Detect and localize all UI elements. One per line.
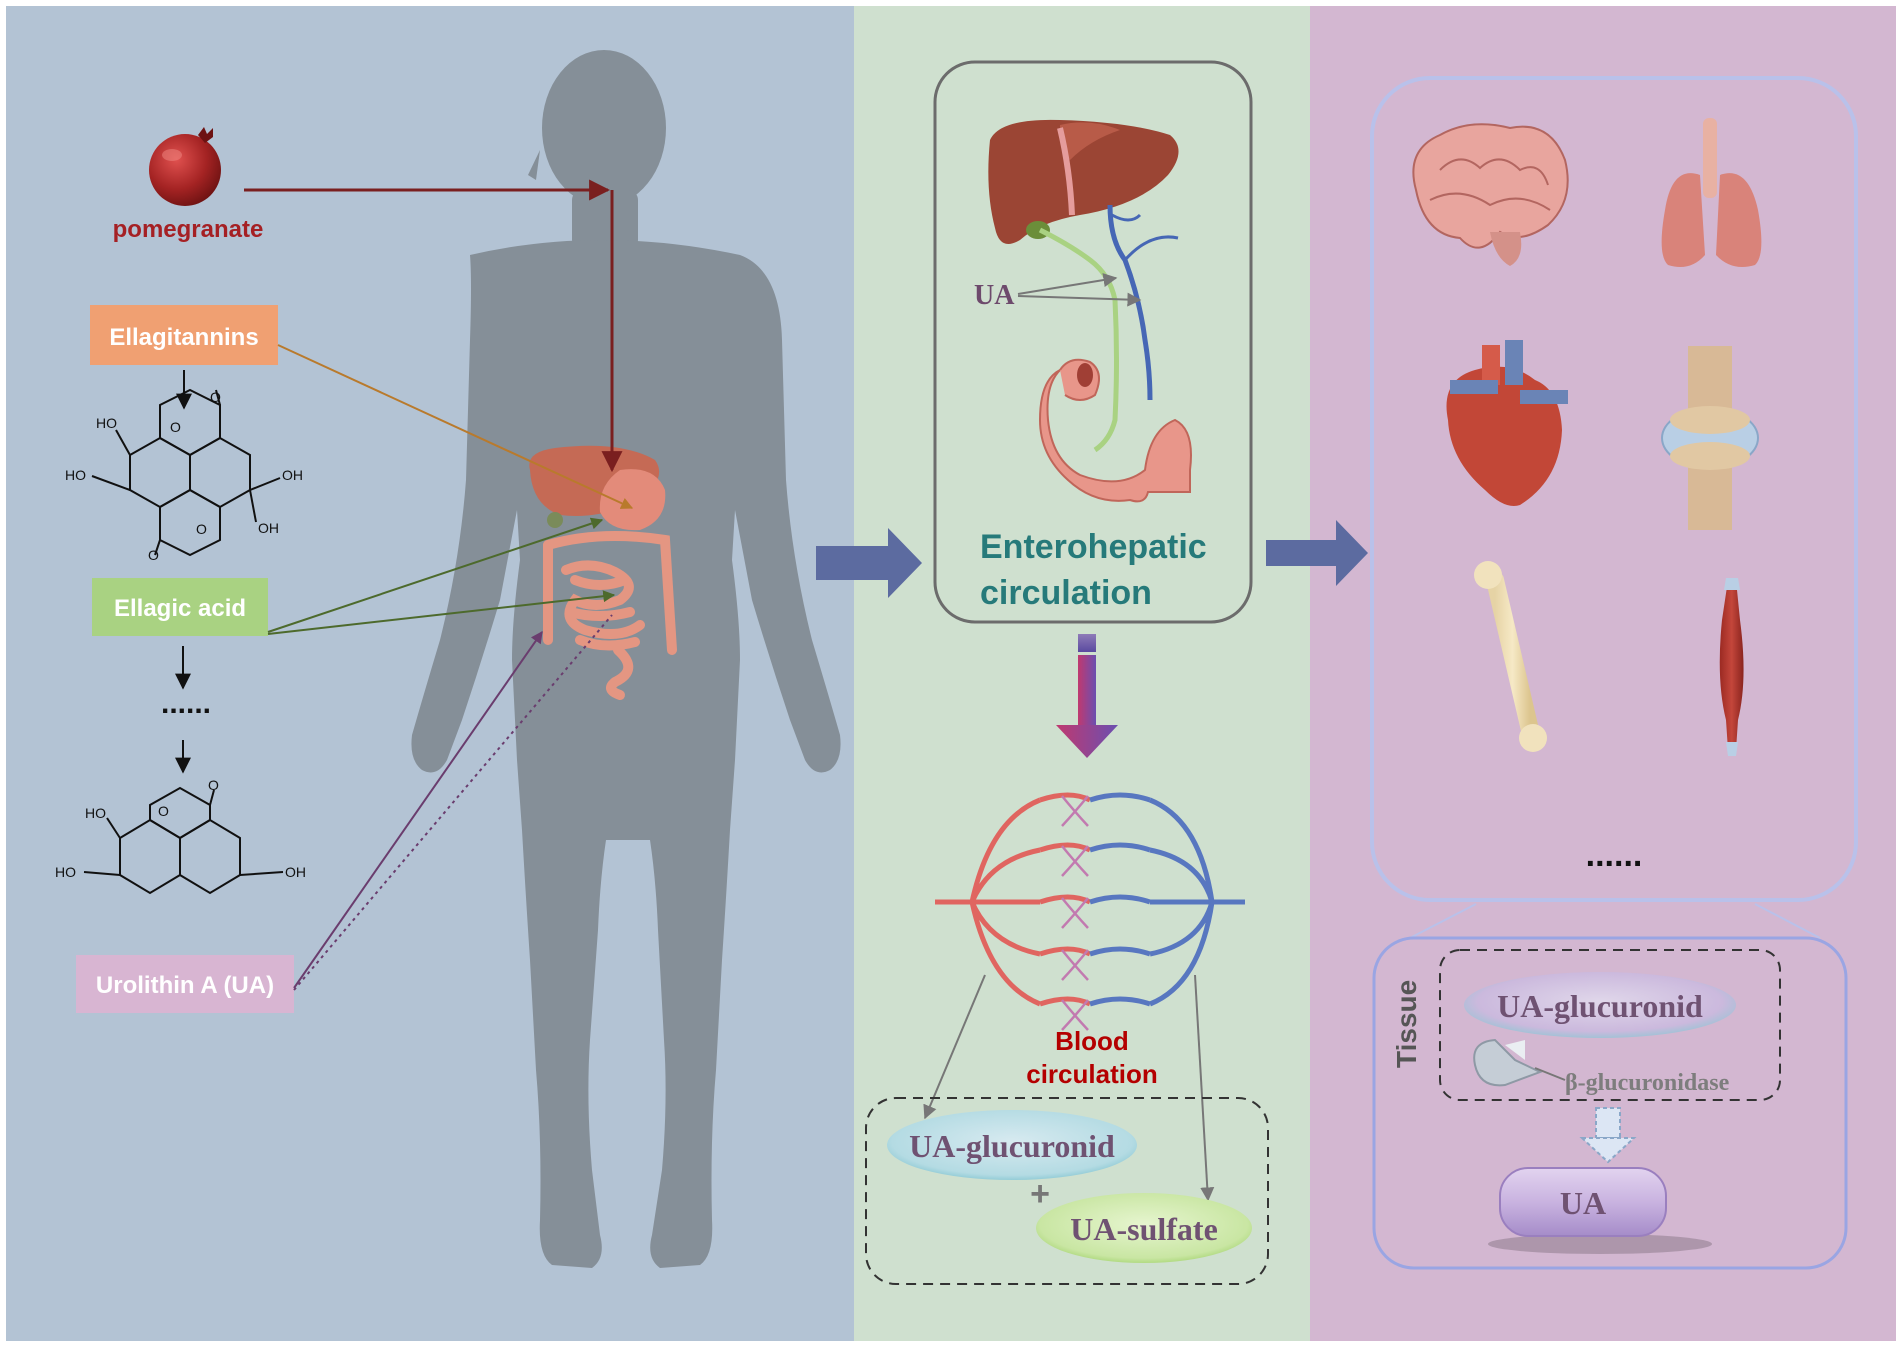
metabolites-dashed-box: [865, 1097, 1269, 1285]
ua-sulfate-blob: [1036, 1193, 1252, 1263]
tissue-ua-glucuronid-blob: [1464, 972, 1736, 1038]
ellagic-ring-oxygen-bottom: O: [196, 521, 207, 537]
right-ellipsis: ......: [1586, 836, 1643, 874]
ua-glucuronid-label: UA-glucuronid: [909, 1128, 1115, 1164]
pomegranate-label: pomegranate: [113, 216, 264, 243]
enterohepatic-label-line1: Enterohepatic: [980, 528, 1207, 566]
ua-pill-shadow: [1488, 1234, 1712, 1254]
enterohepatic-box: [933, 60, 1253, 624]
blood-to-glucuronid-arrow: [923, 974, 986, 1120]
ellagitannins-label: Ellagitannins: [109, 324, 258, 351]
urolithin-label-ho-1: HO: [85, 805, 106, 821]
blood-label-line1: Blood: [1055, 1026, 1129, 1056]
ellagic-label-oh-1: OH: [282, 467, 303, 483]
muscle-icon: [1719, 578, 1744, 756]
tissue-box: [1372, 936, 1848, 1270]
middle-down-arrow: [1056, 634, 1118, 758]
enzyme-icon: [1473, 1038, 1543, 1087]
ua-sulfate-label: UA-sulfate: [1070, 1211, 1218, 1247]
ua-label: UA: [974, 280, 1015, 311]
urolithin-ring-oxygen-dbl: O: [208, 777, 219, 793]
ellagic-to-liver-arrow: [267, 517, 604, 633]
organs-box: [1370, 76, 1858, 902]
human-silhouette: [411, 50, 841, 1268]
left-to-middle-arrow: [816, 528, 922, 598]
ellagic-ring-oxygen-dbl-bottom: O: [148, 547, 159, 563]
connector-left: [1409, 903, 1477, 939]
plus-sign: +: [1030, 1175, 1050, 1213]
left-ellipsis: ......: [161, 687, 211, 720]
ellagic-label-oh-2: OH: [258, 520, 279, 536]
enzyme-label: β-glucuronidase: [1565, 1070, 1730, 1096]
ellagic-ring-oxygen-dbl-top: O: [210, 389, 221, 405]
blood-label-line2: circulation: [1026, 1059, 1157, 1089]
ua-result-label: UA: [1560, 1185, 1606, 1221]
urolithin-label-ho-2: HO: [55, 864, 76, 880]
liver-icon: [988, 119, 1179, 244]
tissue-down-arrow: [1579, 1107, 1637, 1164]
middle-to-right-arrow: [1266, 520, 1368, 586]
urolithin-to-colon-arrow: [293, 631, 543, 989]
enterohepatic-label-line2: circulation: [980, 574, 1152, 612]
ua-glucuronid-blob: [887, 1110, 1137, 1180]
urolithin-label: Urolithin A (UA): [96, 972, 274, 999]
capillary-network-icon: [935, 792, 1245, 1031]
heart-icon: [1446, 340, 1568, 506]
ellagic-label-ho-2: HO: [65, 467, 86, 483]
duodenum-icon: [1038, 358, 1192, 503]
urolithin-to-colon-dotted: [293, 614, 613, 991]
ellagic-acid-label: Ellagic acid: [114, 595, 246, 622]
ua-pointer-2: [1017, 292, 1142, 307]
ellagic-label-ho-1: HO: [96, 415, 117, 431]
ellagitannins-box: [90, 305, 278, 365]
connector-right: [1754, 903, 1821, 939]
tissue-label: Tissue: [1391, 980, 1422, 1068]
urolithin-ring-oxygen: O: [158, 803, 169, 819]
ua-pointer-1: [1017, 273, 1118, 295]
lungs-icon: [1661, 118, 1762, 268]
brain-icon: [1412, 123, 1569, 266]
ua-result-pill: [1499, 1167, 1667, 1237]
bone-icon: [1474, 561, 1547, 752]
tissue-dashed-box: [1439, 949, 1781, 1101]
blood-to-sulfate-arrow: [1194, 974, 1215, 1202]
ellagic-to-intestine-arrow: [267, 590, 616, 635]
ellagitannins-to-gut-arrow: [277, 344, 634, 509]
urolithin-label-oh: OH: [285, 864, 306, 880]
ellagic-acid-structure: [91, 388, 281, 557]
ellagic-ring-oxygen-top: O: [170, 419, 181, 435]
pomegranate-icon: [149, 127, 221, 206]
enzyme-pointer: [1534, 1067, 1566, 1081]
joint-icon: [1661, 346, 1759, 530]
urolithin-box: [76, 955, 294, 1013]
urolithin-structure: [83, 786, 284, 895]
tissue-ua-glucuronid-label: UA-glucuronid: [1497, 988, 1703, 1024]
ellagic-acid-box: [92, 578, 268, 636]
